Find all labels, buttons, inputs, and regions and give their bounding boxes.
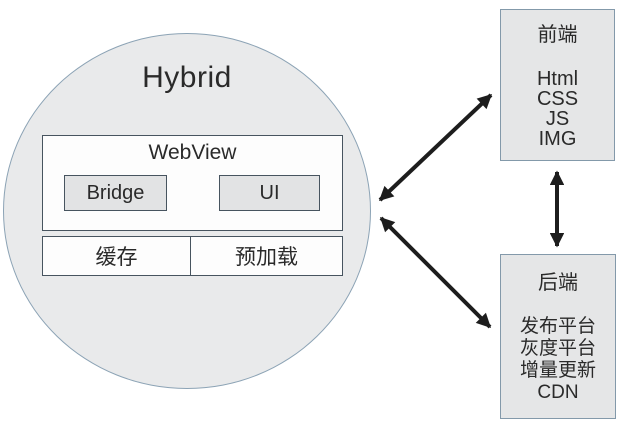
hybrid-title: Hybrid [142, 61, 232, 94]
backend-item-incremental-update: 增量更新 [519, 360, 596, 381]
frontend-item-css: CSS [536, 88, 579, 110]
webview-title: WebView [148, 141, 237, 164]
frontend-item-html: Html [536, 68, 579, 90]
double-arrow-hybrid-frontend [378, 93, 493, 202]
double-arrow-hybrid-backend [379, 216, 492, 329]
preload-label: 预加载 [235, 246, 298, 269]
frontend-item-img: IMG [538, 128, 577, 150]
frontend-panel: 前端 Html CSS JS IMG [500, 9, 615, 161]
backend-panel: 后端 发布平台 灰度平台 增量更新 CDN [500, 254, 616, 419]
ui-box: UI [219, 175, 320, 211]
bridge-box: Bridge [64, 175, 167, 211]
bridge-label: Bridge [86, 181, 145, 204]
cache-label: 缓存 [95, 246, 138, 269]
backend-item-cdn: CDN [537, 382, 579, 403]
backend-item-publish-platform: 发布平台 [519, 316, 596, 337]
frontend-item-js: JS [545, 108, 570, 130]
cache-preload-row: 缓存 预加载 [42, 236, 343, 276]
webview-box: WebView Bridge UI [42, 135, 343, 231]
backend-items: 发布平台 灰度平台 增量更新 CDN [501, 316, 615, 404]
backend-title: 后端 [538, 272, 578, 294]
ui-label: UI [259, 181, 280, 204]
cache-cell: 缓存 [43, 237, 191, 275]
frontend-title: 前端 [537, 24, 578, 46]
backend-item-gray-platform: 灰度平台 [519, 338, 596, 359]
frontend-items: Html CSS JS IMG [501, 69, 614, 149]
preload-cell: 预加载 [191, 237, 342, 275]
